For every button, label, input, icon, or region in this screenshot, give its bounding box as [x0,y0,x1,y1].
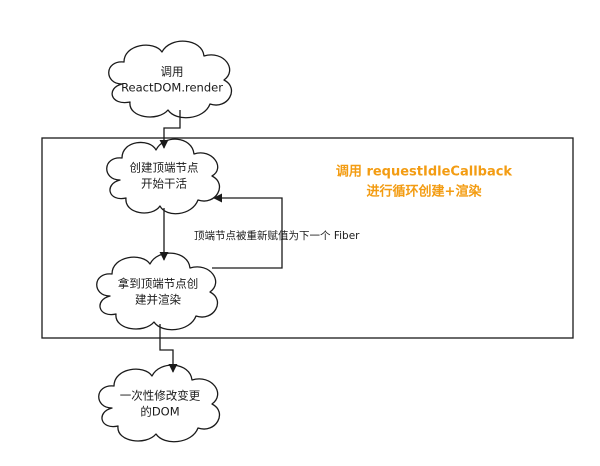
loop-frame [41,137,574,339]
cloud-shape [98,364,220,443]
edge-loop-back [212,193,283,269]
node-call-render: 调用 ReactDOM.render [108,40,232,119]
cloud-shape [96,252,218,331]
edge-take-top-to-commit-dom [159,324,178,373]
node-text-line: 建并渲染 [135,293,181,307]
node-create-top: 创建顶端节点 开始干活 [106,138,220,215]
loop-note: 调用 requestIdleCallback 进行循环创建+渲染 [336,165,513,200]
loop-edge-label: 顶端节点被重新赋值为下一个 Fiber [194,229,360,242]
node-text-line: 开始干活 [141,177,187,191]
note-line: 调用 requestIdleCallback [336,165,513,180]
note-line: 进行循环创建+渲染 [367,184,483,200]
node-text-line: ReactDOM.render [121,81,223,95]
node-text-line: 调用 [161,65,184,79]
node-text-line: 拿到顶端节点创 [118,277,199,291]
node-take-top: 拿到顶端节点创 建并渲染 [96,252,218,331]
node-text-line: 创建顶端节点 [130,161,199,175]
node-text-line: 的DOM [140,405,179,419]
node-text-line: 一次性修改变更 [120,389,201,403]
edge-call-render-to-create-top [159,110,181,149]
cloud-shape [106,138,220,215]
cloud-shape [108,40,232,119]
node-commit-dom: 一次性修改变更 的DOM [98,364,220,443]
